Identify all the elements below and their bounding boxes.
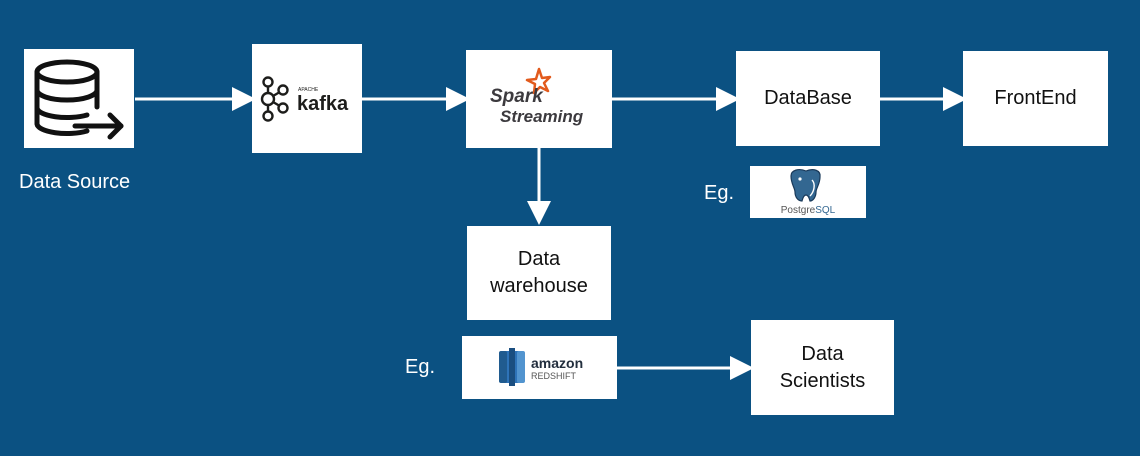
kafka-super: APACHE	[298, 87, 319, 93]
kafka-wordmark: kafka	[297, 93, 349, 115]
warehouse-example-label: Eg.	[405, 356, 436, 378]
data-warehouse-node: Data warehouse	[467, 226, 611, 320]
data-scientists-node: Data Scientists	[751, 320, 894, 415]
postgresql-logo: PostgreSQL	[781, 169, 836, 216]
redshift-logo-box: amazon REDSHIFT	[462, 336, 617, 399]
redshift-cylinder-icon	[499, 348, 525, 386]
postgresql-logo-box: PostgreSQL	[750, 166, 866, 218]
frontend-label: FrontEnd	[994, 87, 1077, 109]
kafka-logo: APACHE kafka	[260, 75, 349, 122]
frontend-node: FrontEnd	[963, 51, 1108, 146]
database-export-icon	[34, 59, 124, 139]
spark-streaming-node: Spark Streaming	[466, 50, 612, 148]
scientists-label-line2: Scientists	[779, 369, 866, 392]
data-source-node	[24, 49, 134, 148]
spark-wordmark: Spark	[490, 86, 544, 107]
postgres-text: Postgre	[781, 205, 816, 216]
scientists-label-line1: Data	[801, 342, 844, 365]
spark-logo: Spark Streaming	[490, 67, 584, 126]
warehouse-label-line1: Data	[517, 248, 561, 270]
amazon-text: amazon	[531, 355, 583, 371]
warehouse-label-line2: warehouse	[490, 275, 588, 297]
amazon-redshift-logo: amazon REDSHIFT	[499, 348, 583, 386]
kafka-node: APACHE kafka	[252, 44, 362, 153]
svg-text:PostgreSQL: PostgreSQL	[781, 205, 836, 216]
spark-star-icon	[525, 67, 552, 95]
streaming-wordmark: Streaming	[500, 107, 584, 126]
database-node: DataBase	[736, 51, 880, 146]
elephant-icon	[790, 169, 821, 202]
database-example-label: Eg.	[704, 182, 735, 204]
database-label: DataBase	[764, 87, 852, 109]
data-source-label: Data Source	[19, 171, 131, 193]
sql-text: SQL	[815, 205, 835, 216]
redshift-text: REDSHIFT	[531, 371, 577, 381]
